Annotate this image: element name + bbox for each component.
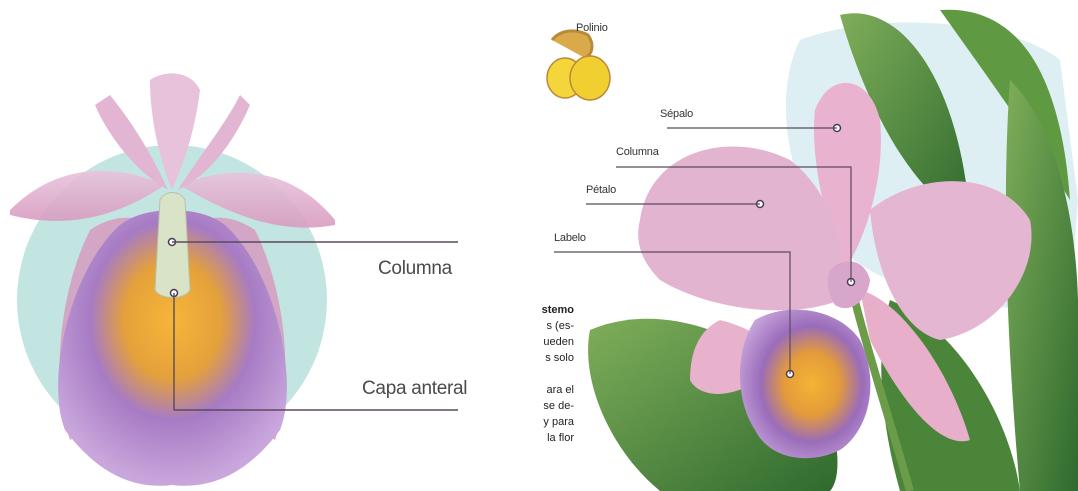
left-orchid-illustration [0,0,540,491]
text-line-1: stemo [534,302,574,318]
truncated-body-text: stemo s (es- ueden s solo ara el se de- … [534,302,574,446]
text-line-6: ara el [534,382,574,398]
text-line-3: ueden [534,334,574,350]
pollinia-icon [547,31,610,100]
text-line-4: s solo [534,350,574,366]
label-columna-right: Columna [616,146,659,158]
label-sepalo: Sépalo [660,108,693,120]
label-labelo: Labelo [554,232,586,244]
text-line-7: se de- [534,398,574,414]
text-line-9: la flor [534,430,574,446]
label-capa-anteral: Capa anteral [362,378,467,400]
label-petalo: Pétalo [586,184,616,196]
labellum-right [740,310,870,459]
text-line-2: s (es- [534,318,574,334]
right-orchid-illustration [540,0,1078,491]
label-polinio: Polinio [576,22,608,34]
text-line-5 [534,366,574,382]
right-orchid-diagram: Polinio Sépalo Columna Pétalo Labelo ste… [540,0,1078,491]
label-columna: Columna [378,258,452,280]
left-orchid-diagram: Columna Capa anteral [0,0,540,491]
text-line-8: y para [534,414,574,430]
